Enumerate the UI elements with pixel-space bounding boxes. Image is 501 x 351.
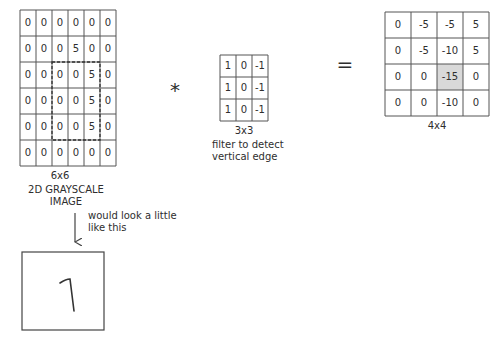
matrix-cell: 0 — [100, 140, 116, 166]
matrix-cell: 0 — [236, 55, 252, 77]
matrix-cell: 0 — [52, 10, 68, 36]
filter-note: filter to detect vertical edge — [212, 139, 304, 163]
edge-stroke — [60, 279, 74, 311]
dashed-window — [52, 62, 100, 140]
matrix-cell: 5 — [463, 38, 489, 64]
matrix-cell: 0 — [411, 90, 437, 116]
matrix-cell: 0 — [100, 10, 116, 36]
matrix-cell: 5 — [463, 12, 489, 38]
equals-symbol: = — [330, 52, 360, 76]
matrix-cell: 0 — [52, 36, 68, 62]
matrix-cell: 1 — [220, 55, 236, 77]
matrix-cell: 0 — [385, 64, 411, 90]
matrix-cell: 0 — [84, 140, 100, 166]
matrix-cell: 0 — [36, 114, 52, 140]
output-grid — [385, 12, 489, 116]
matrix-cell: 0 — [20, 36, 36, 62]
matrix-cell: -5 — [411, 12, 437, 38]
matrix-cell: 0 — [385, 12, 411, 38]
matrix-cell: -1 — [252, 77, 268, 99]
matrix-cell: 0 — [100, 62, 116, 88]
matrix-cell: -10 — [437, 38, 463, 64]
matrix-cell: 0 — [36, 140, 52, 166]
matrix-cell: 0 — [52, 114, 68, 140]
matrix-cell: 0 — [20, 62, 36, 88]
highlight-cell — [437, 64, 463, 90]
image-grid — [20, 10, 116, 166]
size-label: 4x4 — [417, 120, 457, 132]
arrow-note: would look a little like this — [88, 210, 188, 234]
matrix-cell: 0 — [100, 114, 116, 140]
matrix-cell: 0 — [52, 88, 68, 114]
matrix-cell: 0 — [68, 10, 84, 36]
matrix-cell: 0 — [385, 90, 411, 116]
matrix-cell: 0 — [20, 88, 36, 114]
matrix-cell: 0 — [20, 10, 36, 36]
matrix-cell: 5 — [68, 36, 84, 62]
matrix-cell: 5 — [84, 114, 100, 140]
result-box — [22, 252, 104, 330]
matrix-cell: 0 — [236, 77, 252, 99]
size-label: 3x3 — [224, 125, 264, 137]
down-arrow — [74, 213, 75, 242]
matrix-cell: 0 — [68, 114, 84, 140]
matrix-cell: 0 — [100, 88, 116, 114]
matrix-cell: -5 — [411, 38, 437, 64]
filter-grid — [220, 55, 268, 121]
matrix-cell: 0 — [36, 88, 52, 114]
matrix-cell: -10 — [437, 90, 463, 116]
convolution-symbol: * — [160, 78, 190, 102]
matrix-cell: 0 — [84, 10, 100, 36]
matrix-cell: 0 — [411, 64, 437, 90]
matrix-cell: 0 — [68, 140, 84, 166]
matrix-cell: 0 — [84, 36, 100, 62]
matrix-cell: 5 — [84, 62, 100, 88]
matrix-cell: 0 — [52, 140, 68, 166]
matrix-cell: 0 — [36, 36, 52, 62]
matrix-cell: 1 — [220, 99, 236, 121]
matrix-cell: 0 — [68, 62, 84, 88]
matrix-cell: 5 — [84, 88, 100, 114]
size-label: 6x6 — [40, 170, 80, 182]
matrix-cell: 0 — [36, 10, 52, 36]
matrix-cell: 0 — [36, 62, 52, 88]
matrix-cell: -15 — [437, 64, 463, 90]
matrix-cell: 0 — [100, 36, 116, 62]
matrix-cell: 0 — [20, 114, 36, 140]
image-caption: 2D GRAYSCALE IMAGE — [16, 184, 116, 208]
matrix-cell: -1 — [252, 55, 268, 77]
matrix-cell: -1 — [252, 99, 268, 121]
matrix-cell: 0 — [236, 99, 252, 121]
matrix-cell: 1 — [220, 77, 236, 99]
matrix-cell: 0 — [463, 90, 489, 116]
matrix-cell: 0 — [52, 62, 68, 88]
matrix-cell: -5 — [437, 12, 463, 38]
matrix-cell: 0 — [68, 88, 84, 114]
matrix-cell: 0 — [20, 140, 36, 166]
matrix-cell: 0 — [463, 64, 489, 90]
matrix-cell: 0 — [385, 38, 411, 64]
